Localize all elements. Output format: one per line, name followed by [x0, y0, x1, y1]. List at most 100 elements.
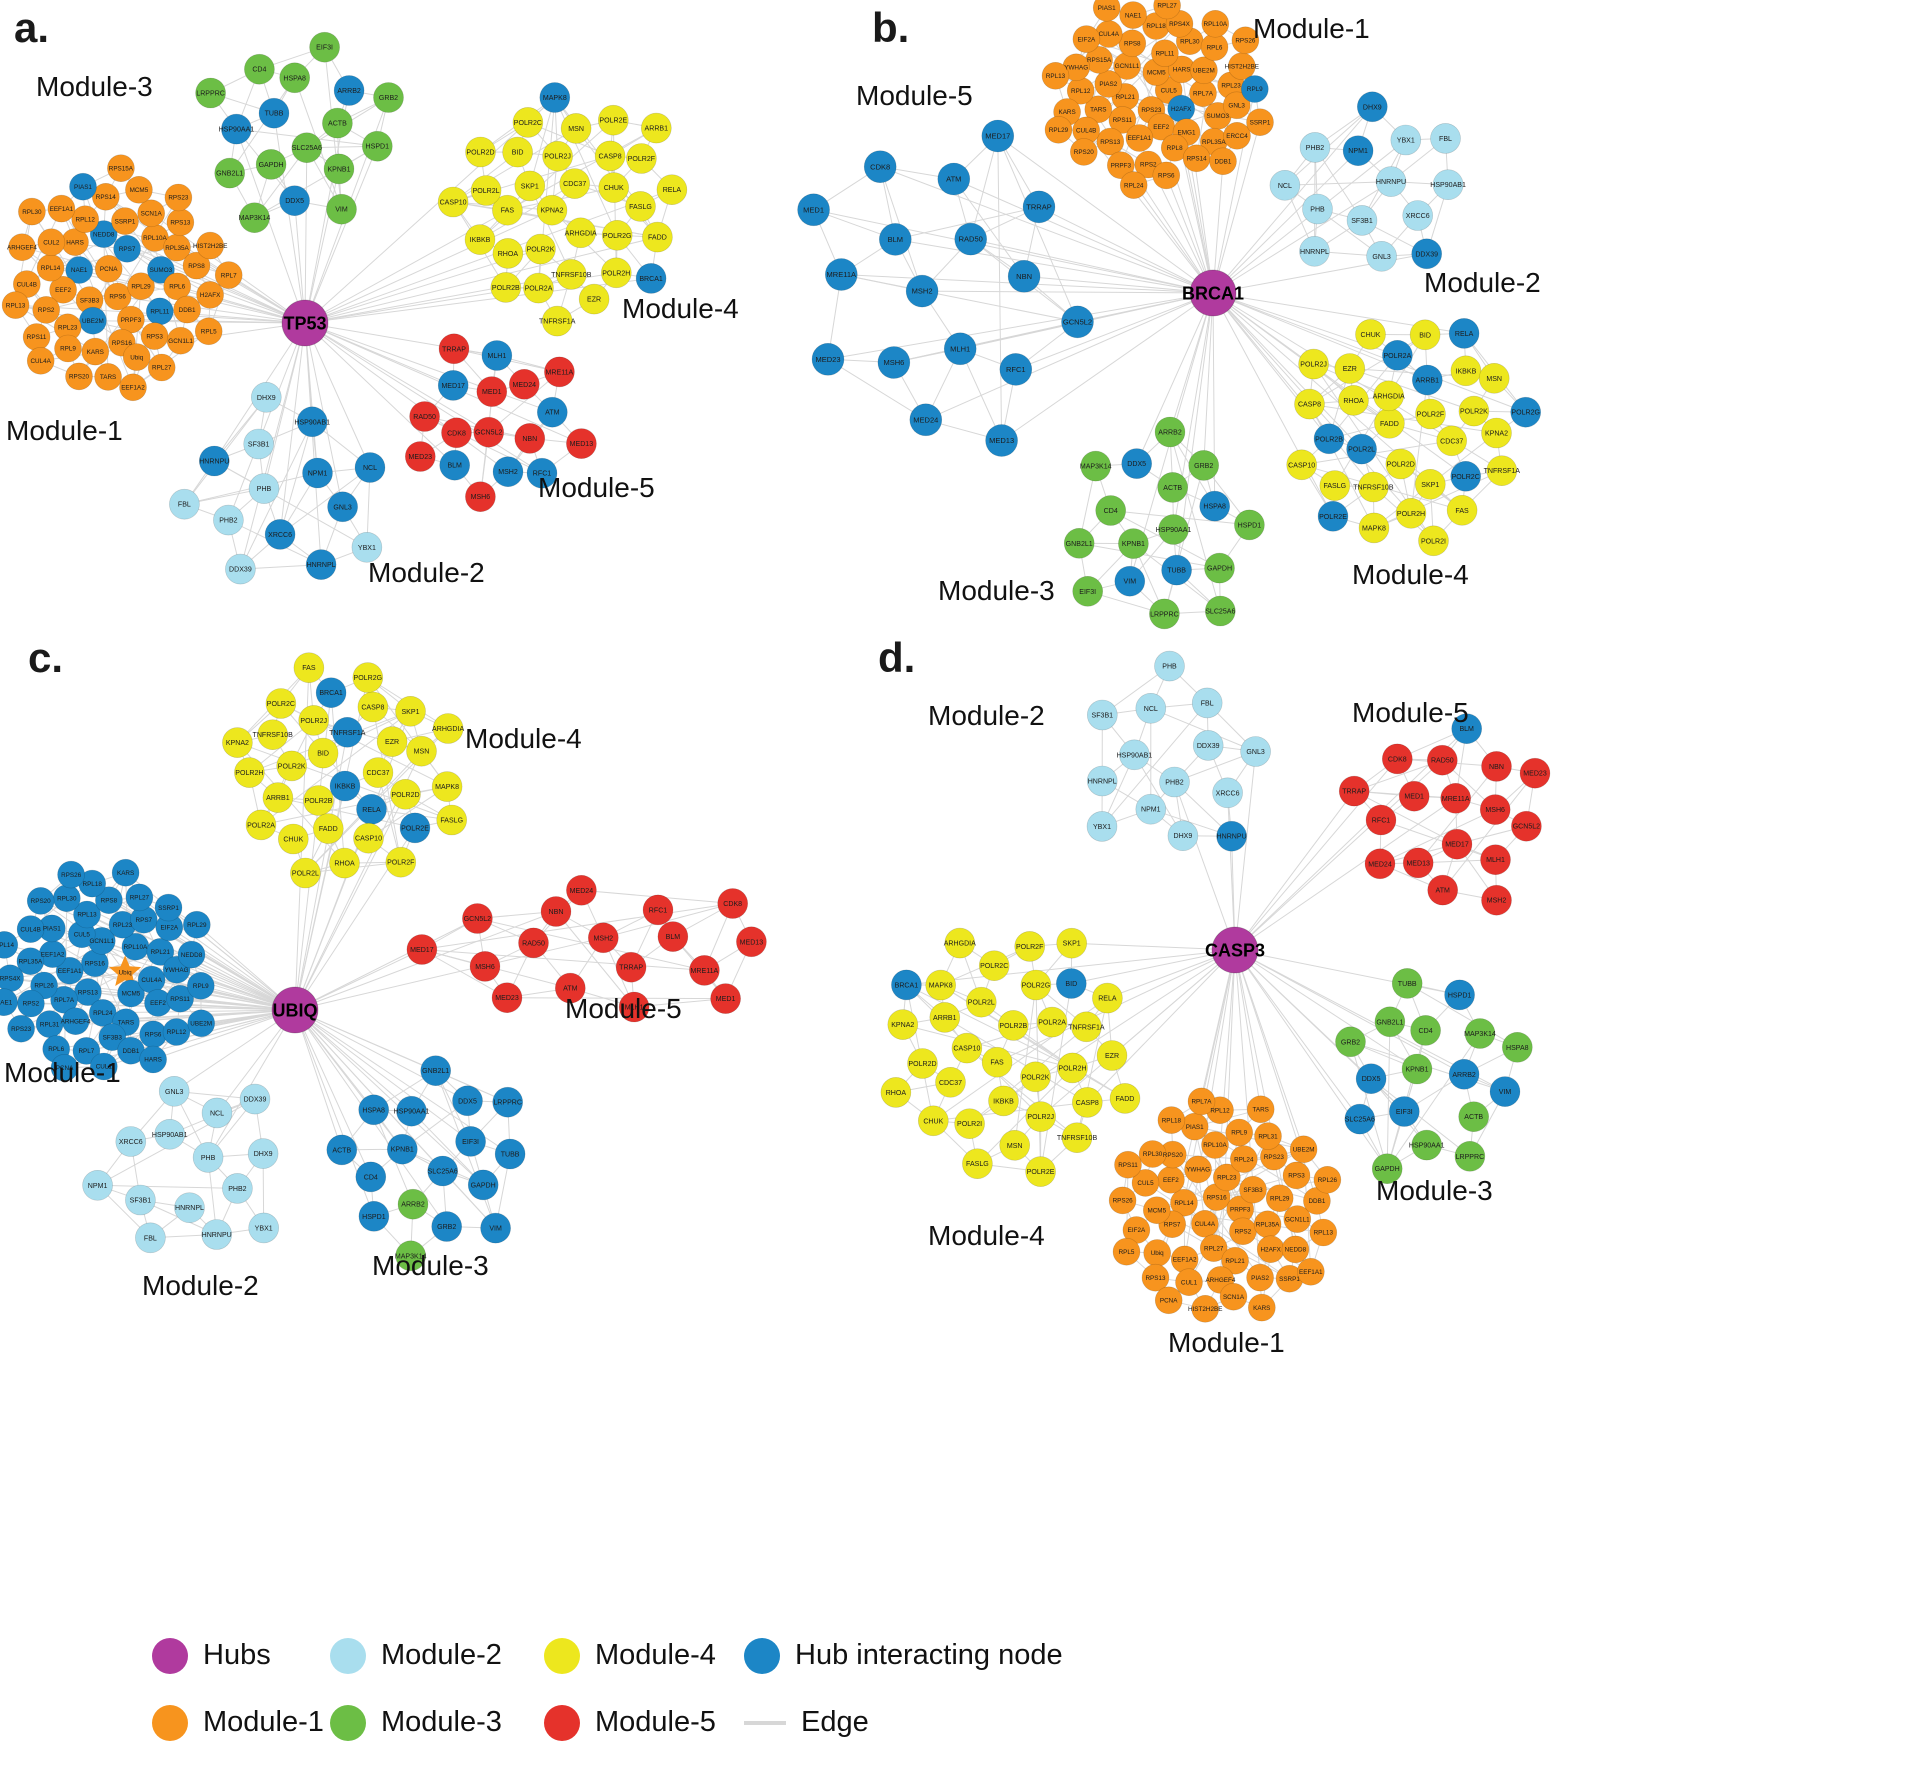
node-label: RPL6	[1207, 44, 1223, 51]
node-label: NAE1	[0, 999, 13, 1006]
node-label: RPL13	[6, 302, 26, 309]
node-CASP8	[1294, 388, 1325, 420]
node-label: EMG1	[1178, 129, 1196, 136]
node-label: FASLG	[1323, 483, 1346, 490]
node-label: RPL9	[60, 346, 76, 353]
node-MAP3K14	[239, 202, 270, 233]
node-POLR2E	[1025, 1156, 1056, 1187]
node-TUBB	[1391, 968, 1423, 999]
node-label: BID	[1065, 981, 1077, 988]
node-label: YBX1	[1397, 137, 1415, 144]
node-label: HSPA8	[1203, 504, 1226, 511]
node-ARHGDIA	[1373, 380, 1404, 412]
node-DDX39	[1192, 730, 1224, 761]
node-EIF3I	[1389, 1096, 1420, 1127]
node-MED17	[1441, 828, 1473, 860]
panel-letter-c: c.	[28, 634, 64, 681]
node-CASP10	[1286, 449, 1317, 481]
node-label: YWHAG	[165, 967, 189, 974]
node-MAPK8	[1358, 512, 1390, 544]
node-BID	[1056, 968, 1087, 999]
legend-item-module-3: Module-3	[330, 1704, 544, 1741]
node-label: PIAS1	[74, 184, 92, 191]
node-label: RPS13	[78, 989, 99, 996]
node-label: PIAS1	[1098, 5, 1116, 12]
node-color-swatch	[544, 1637, 580, 1674]
node-ATM	[536, 396, 568, 428]
node-label: H2AFX	[200, 292, 221, 299]
node-label: POLR2A	[1038, 1020, 1066, 1027]
node-label: CUL2	[43, 239, 60, 246]
node-label: PHB2	[219, 518, 237, 525]
node-label: ACTB	[1163, 485, 1182, 492]
node-label: RPS6	[145, 1032, 162, 1039]
node-POLR2H	[234, 757, 265, 788]
node-label: EEF2	[1163, 1177, 1179, 1184]
node-label: H2AFX	[1260, 1246, 1281, 1253]
node-label: POLR2H	[235, 770, 263, 777]
node-FASLG	[1319, 470, 1351, 501]
node-KARS	[81, 337, 110, 366]
node-label: TRRAP	[1026, 203, 1051, 212]
node-MLH1	[618, 991, 650, 1023]
node-RPL13	[1041, 62, 1070, 90]
node-label: CUL5	[74, 932, 91, 939]
node-label: NPM1	[1348, 148, 1368, 155]
node-PHB	[248, 473, 280, 504]
node-label: RPS3	[146, 333, 163, 340]
node-label: RPS13	[1100, 139, 1121, 146]
node-label: RPS14	[96, 194, 117, 201]
node-label: BRCA1	[319, 690, 343, 697]
node-label: POLR2I	[1421, 538, 1446, 545]
node-label: SSRP1	[158, 905, 179, 912]
node-DDX5	[1355, 1063, 1387, 1094]
node-RPS15A	[107, 154, 135, 182]
node-label: RPS16	[112, 340, 133, 347]
node-label: RPL35A	[1202, 139, 1226, 146]
node-DHX9	[1357, 91, 1388, 123]
node-label: EZR	[1105, 1053, 1119, 1060]
node-label: RPL12	[1210, 1107, 1230, 1114]
node-label: SF3B1	[1092, 712, 1114, 719]
node-MED24	[909, 403, 943, 437]
node-GNL3	[1366, 240, 1397, 272]
node-label: CD4	[364, 1174, 378, 1181]
node-MAPK8	[431, 771, 463, 802]
node-star-Ubiq	[109, 955, 142, 986]
node-label: SKP1	[401, 709, 419, 716]
node-RPL10A	[1201, 1131, 1229, 1159]
node-label: RPL21	[151, 949, 171, 956]
node-label: MAP3K14	[1464, 1031, 1496, 1038]
node-NCL	[354, 452, 386, 483]
node-label: RPL31	[1258, 1133, 1278, 1140]
node-label: HSP90AB1	[294, 419, 330, 426]
node-CDC37	[559, 168, 591, 199]
node-label: FAS	[501, 208, 515, 215]
node-ARRB1	[929, 1002, 961, 1033]
module-label: Module-5	[1352, 697, 1469, 728]
node-label: MSH6	[1485, 807, 1505, 814]
module-label: Module-3	[372, 1250, 489, 1281]
node-label: CASP10	[1288, 462, 1315, 469]
node-label: EIF2A	[1128, 1227, 1146, 1234]
node-label: MED1	[716, 996, 736, 1003]
node-label: YBX1	[1093, 824, 1111, 831]
node-label: RPL7	[78, 1048, 94, 1055]
node-CDC37	[362, 757, 394, 788]
node-HSPD1	[358, 1201, 390, 1232]
node-label: RELA	[362, 807, 381, 814]
node-label: MAPK8	[435, 784, 459, 791]
node-POLR2J	[1298, 348, 1329, 380]
module-label: Module-1	[6, 415, 123, 446]
node-label: MED23	[815, 355, 840, 364]
node-CASP10	[951, 1032, 983, 1064]
node-label: CD4	[252, 67, 266, 74]
node-PHB2	[213, 504, 244, 536]
node-RPL6	[163, 272, 191, 301]
legend-item-edge: Edge	[744, 1706, 1164, 1739]
node-label: KPNB1	[327, 166, 350, 173]
node-RHOA	[329, 847, 360, 879]
node-label: CUL4B	[1076, 128, 1096, 135]
module-label: Module-3	[36, 71, 153, 102]
node-label: POLR2B	[305, 798, 333, 805]
